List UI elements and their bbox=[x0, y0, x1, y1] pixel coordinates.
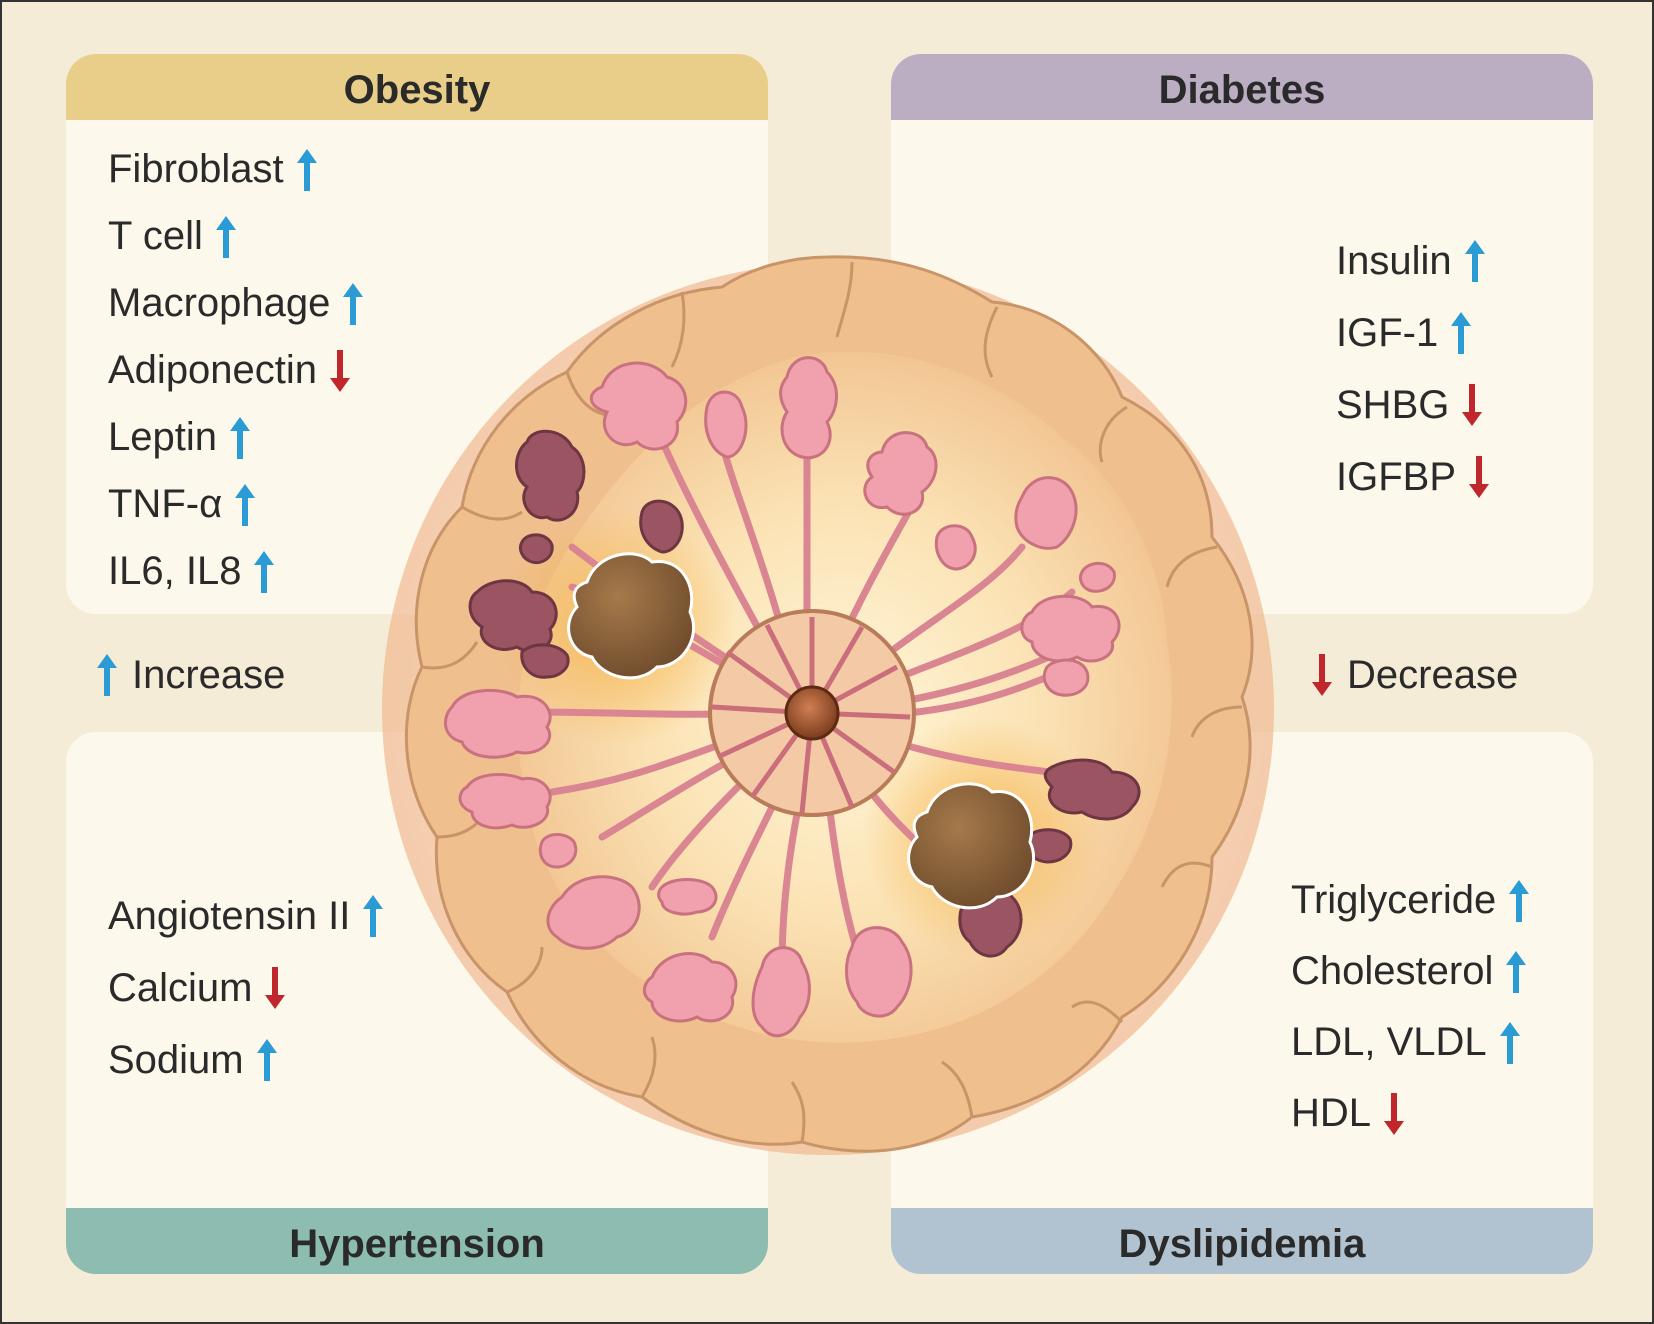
up-arrow-icon bbox=[1505, 949, 1527, 995]
diabetes-title: Diabetes bbox=[891, 54, 1593, 120]
tumor-right bbox=[907, 782, 1036, 910]
diabetes-item: Insulin bbox=[1336, 225, 1490, 297]
breast-tissue-illustration bbox=[382, 255, 1274, 1155]
obesity-item: T cell bbox=[108, 203, 364, 270]
dyslipidemia-item-label: LDL, VLDL bbox=[1291, 1020, 1487, 1064]
hypertension-item-label: Sodium bbox=[108, 1037, 244, 1082]
obesity-item-label: Leptin bbox=[108, 415, 217, 459]
obesity-item-label: IL6, IL8 bbox=[108, 549, 242, 593]
obesity-item: Fibroblast bbox=[108, 136, 364, 203]
tumor-left bbox=[567, 552, 696, 680]
obesity-item: TNF-α bbox=[108, 471, 364, 538]
obesity-item: IL6, IL8 bbox=[108, 538, 364, 605]
up-arrow-icon bbox=[234, 482, 256, 528]
dyslipidemia-item-label: HDL bbox=[1291, 1091, 1372, 1135]
down-arrow-icon bbox=[1468, 454, 1490, 500]
hypertension-title: Hypertension bbox=[66, 1208, 768, 1274]
pink-lobules bbox=[443, 356, 1121, 1038]
down-arrow-icon bbox=[329, 348, 351, 394]
diabetes-item-label: IGF-1 bbox=[1336, 310, 1439, 355]
dyslipidemia-item-label: Triglyceride bbox=[1291, 878, 1497, 922]
dyslipidemia-item: HDL bbox=[1291, 1078, 1530, 1149]
hypertension-item-label: Angiotensin II bbox=[108, 893, 351, 938]
down-arrow-icon bbox=[264, 965, 286, 1011]
up-arrow-icon bbox=[215, 214, 237, 260]
up-arrow-icon bbox=[229, 415, 251, 461]
down-arrow-icon bbox=[1461, 382, 1483, 428]
obesity-item-label: Macrophage bbox=[108, 281, 331, 325]
hypertension-item-label: Calcium bbox=[108, 965, 253, 1010]
diabetes-item: IGF-1 bbox=[1336, 297, 1490, 369]
diabetes-item-label: Insulin bbox=[1336, 238, 1452, 283]
dyslipidemia-item: Triglyceride bbox=[1291, 865, 1530, 936]
dyslipidemia-item: LDL, VLDL bbox=[1291, 1007, 1530, 1078]
up-arrow-icon bbox=[96, 652, 118, 698]
obesity-item: Macrophage bbox=[108, 270, 364, 337]
obesity-item-label: TNF-α bbox=[108, 482, 223, 526]
lobe-separators bbox=[421, 261, 1243, 1143]
up-arrow-icon bbox=[362, 893, 384, 939]
up-arrow-icon bbox=[1450, 310, 1472, 356]
up-arrow-icon bbox=[296, 147, 318, 193]
up-arrow-icon bbox=[256, 1037, 278, 1083]
hypertension-item: Sodium bbox=[108, 1024, 384, 1096]
increase-label: Increase bbox=[132, 652, 286, 697]
up-arrow-icon bbox=[1508, 878, 1530, 924]
diabetes-item: SHBG bbox=[1336, 369, 1490, 441]
decrease-label: Decrease bbox=[1347, 652, 1519, 697]
obesity-item: Leptin bbox=[108, 404, 364, 471]
increase-legend: Increase bbox=[96, 652, 285, 698]
obesity-item-label: T cell bbox=[108, 214, 203, 258]
dyslipidemia-title: Dyslipidemia bbox=[891, 1208, 1593, 1274]
obesity-item-label: Adiponectin bbox=[108, 348, 318, 392]
obesity-item-label: Fibroblast bbox=[108, 147, 284, 191]
nipple bbox=[784, 685, 840, 741]
down-arrow-icon bbox=[1311, 652, 1333, 698]
up-arrow-icon bbox=[253, 549, 275, 595]
up-arrow-icon bbox=[342, 281, 364, 327]
dyslipidemia-item: Cholesterol bbox=[1291, 936, 1530, 1007]
up-arrow-icon bbox=[1464, 238, 1486, 284]
decrease-legend: Decrease bbox=[1311, 652, 1518, 698]
up-arrow-icon bbox=[1499, 1020, 1521, 1066]
obesity-item: Adiponectin bbox=[108, 337, 364, 404]
hypertension-item: Calcium bbox=[108, 952, 384, 1024]
diabetes-item: IGFBP bbox=[1336, 441, 1490, 513]
diabetes-item-label: SHBG bbox=[1336, 382, 1450, 427]
dyslipidemia-item-label: Cholesterol bbox=[1291, 949, 1494, 993]
hypertension-item: Angiotensin II bbox=[108, 880, 384, 952]
down-arrow-icon bbox=[1383, 1091, 1405, 1137]
obesity-title: Obesity bbox=[66, 54, 768, 120]
diabetes-item-label: IGFBP bbox=[1336, 454, 1457, 499]
